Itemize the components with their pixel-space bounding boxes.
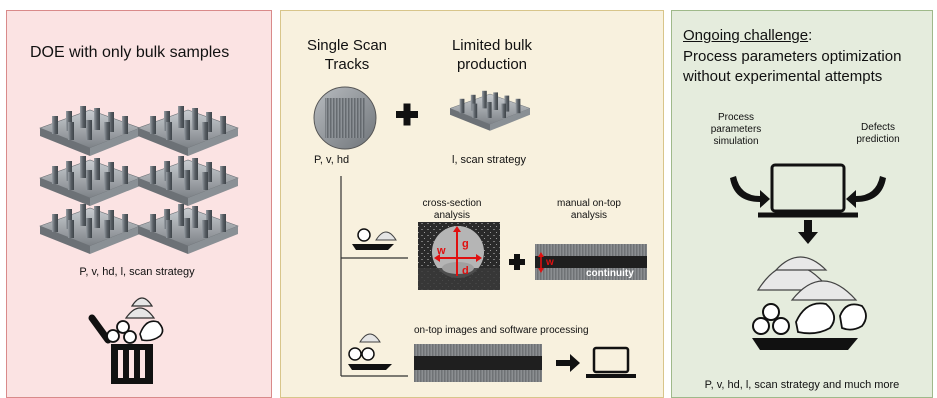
flow-lines: [340, 176, 408, 377]
continuity-label: continuity: [586, 268, 634, 279]
stopwatch-icon: [106, 320, 137, 344]
title-underlined: Ongoing challenge: [683, 27, 809, 44]
ontop-label: on-top images and software processing: [414, 325, 589, 336]
powder-heap-icon: [375, 231, 397, 241]
curved-arrow-icon: [846, 176, 886, 208]
right-panel-title-line2: Process parameters optimization: [683, 48, 902, 65]
label-d: d: [462, 265, 469, 277]
laptop-icon: [758, 163, 858, 218]
stopwatch-icon: [357, 228, 371, 242]
stopwatch-icon: [348, 347, 375, 361]
stopwatch-icon: [752, 303, 790, 335]
powder-heap-icon: [124, 297, 156, 319]
plus-icon: [509, 254, 525, 270]
trash-bin-icon: [88, 314, 153, 384]
ontop-software-image: [414, 344, 542, 382]
left-panel: [6, 10, 272, 398]
arrow-down-icon: [798, 220, 818, 244]
bulk-title: Limited bulk production: [451, 37, 533, 73]
powder-heap-icon: [359, 333, 381, 343]
label-g: g: [462, 238, 469, 250]
hand-icon: [348, 364, 392, 370]
cross-section-label: cross-section analysis: [422, 198, 482, 221]
title-colon: :: [808, 27, 813, 44]
powder-heap-icon: [756, 256, 858, 301]
right-panel-title-line3: without experimental attempts: [683, 68, 883, 85]
laptop-icon: [586, 346, 636, 378]
middle-panel: [280, 10, 664, 398]
left-panel-title: DOE with only bulk samples: [30, 44, 230, 61]
flexed-arm-icon: [139, 320, 164, 342]
label-w2: w: [545, 257, 554, 268]
left-panel-params: P, v, hd, l, scan strategy: [79, 266, 195, 278]
defects-label: Defects prediction: [856, 122, 900, 145]
bulk-params: l, scan strategy: [452, 154, 526, 166]
right-panel-title: Ongoing challenge:: [683, 26, 812, 45]
cross-section-image: [418, 222, 500, 290]
hand-icon: [752, 338, 858, 350]
sst-title: Single Scan Tracks: [306, 37, 388, 73]
sst-disc-image: [313, 86, 377, 150]
plus-icon: [396, 103, 418, 126]
right-panel-footer: P, v, hd, l, scan strategy and much more: [704, 379, 900, 391]
ontop-manual-image: [535, 244, 647, 280]
flexed-arm-icon: [795, 302, 867, 335]
hand-icon: [352, 244, 394, 250]
manual-analysis-label: manual on-top analysis: [557, 198, 621, 221]
sst-params: P, v, hd: [314, 154, 350, 166]
arrow-right-icon: [556, 354, 580, 372]
label-w: w: [436, 245, 446, 257]
curved-arrow-icon: [730, 176, 770, 208]
simulation-label: Process parameters simulation: [710, 112, 762, 147]
